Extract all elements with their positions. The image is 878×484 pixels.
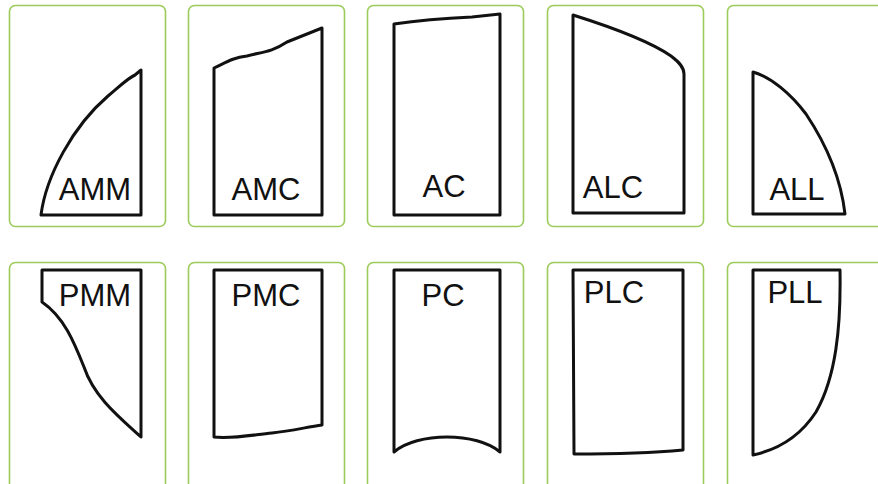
- outline-path: [753, 72, 845, 214]
- outline-path: [573, 15, 684, 213]
- panel-frame: [728, 6, 878, 227]
- panel-frame: [728, 263, 878, 484]
- outline-path: [394, 14, 500, 215]
- region-label: PLL: [767, 276, 822, 310]
- panel-frame: [548, 263, 704, 484]
- region-label: AMC: [232, 173, 301, 207]
- bone-section-shape: PLL: [751, 267, 843, 458]
- panel-frame: [10, 263, 166, 484]
- panel-frame: [10, 6, 166, 227]
- region-label: ALC: [583, 171, 643, 205]
- bone-section-shape: AC: [392, 12, 502, 218]
- region-label: PMM: [59, 279, 131, 313]
- bone-section-shape: PLC: [571, 267, 686, 458]
- bone-section-shape: AMC: [212, 26, 324, 218]
- outline-path: [753, 270, 840, 455]
- outline-path: [214, 28, 322, 215]
- region-label: PLC: [584, 276, 644, 310]
- panel-frame: [548, 6, 704, 227]
- outline-path: [41, 70, 141, 215]
- region-label: AMM: [59, 173, 131, 207]
- outline-path: [42, 270, 141, 437]
- region-label: PMC: [232, 279, 301, 313]
- bone-section-shape: PMM: [39, 267, 144, 440]
- outline-path: [394, 270, 500, 452]
- panel-frame: [189, 263, 345, 484]
- panel-frame: [189, 6, 345, 227]
- bone-section-shape: ALL: [751, 69, 848, 217]
- region-label: ALL: [769, 173, 824, 207]
- panel-frame: [368, 6, 524, 227]
- bone-section-shape: PC: [392, 267, 502, 457]
- panel-frame: [368, 263, 524, 484]
- bone-section-shape: ALC: [571, 12, 687, 216]
- outline-path: [573, 270, 683, 454]
- region-label: PC: [421, 279, 464, 313]
- bone-section-shape: AMM: [38, 66, 144, 218]
- bone-section-shape: PMC: [212, 267, 324, 443]
- outline-path: [214, 270, 322, 438]
- region-label: AC: [422, 170, 465, 204]
